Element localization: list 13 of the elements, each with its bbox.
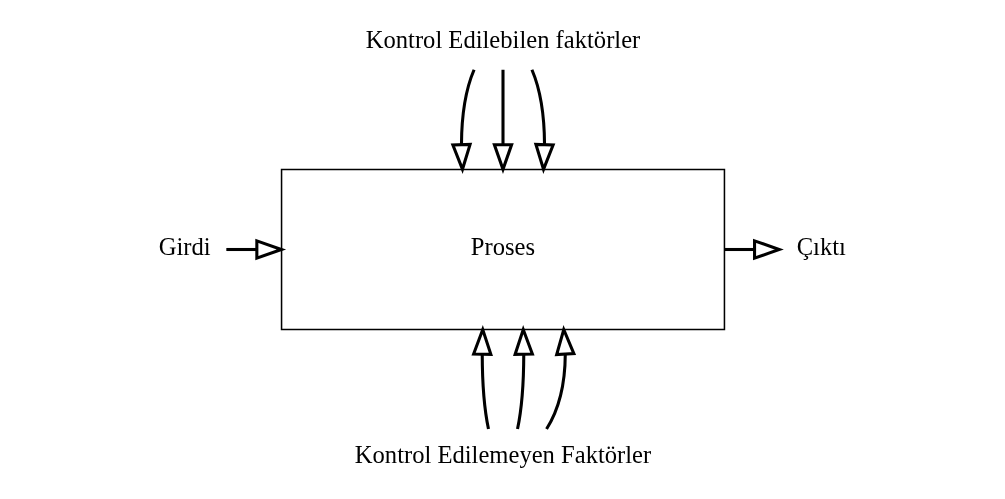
arrow bbox=[450, 69, 475, 174]
node-text: Çıktı bbox=[796, 233, 846, 261]
arrow bbox=[724, 238, 784, 261]
node-text: Kontrol Edilemeyen Faktörler bbox=[354, 440, 651, 468]
node-text: Kontrol Edilebilen faktörler bbox=[365, 25, 640, 53]
arrow bbox=[544, 324, 576, 430]
arrow bbox=[470, 324, 493, 430]
arrow bbox=[512, 324, 535, 430]
node-text: Girdi bbox=[158, 233, 211, 261]
arrow bbox=[225, 238, 286, 261]
arrow bbox=[491, 69, 514, 174]
node-box: Proses bbox=[280, 168, 725, 331]
arrow bbox=[530, 69, 555, 174]
